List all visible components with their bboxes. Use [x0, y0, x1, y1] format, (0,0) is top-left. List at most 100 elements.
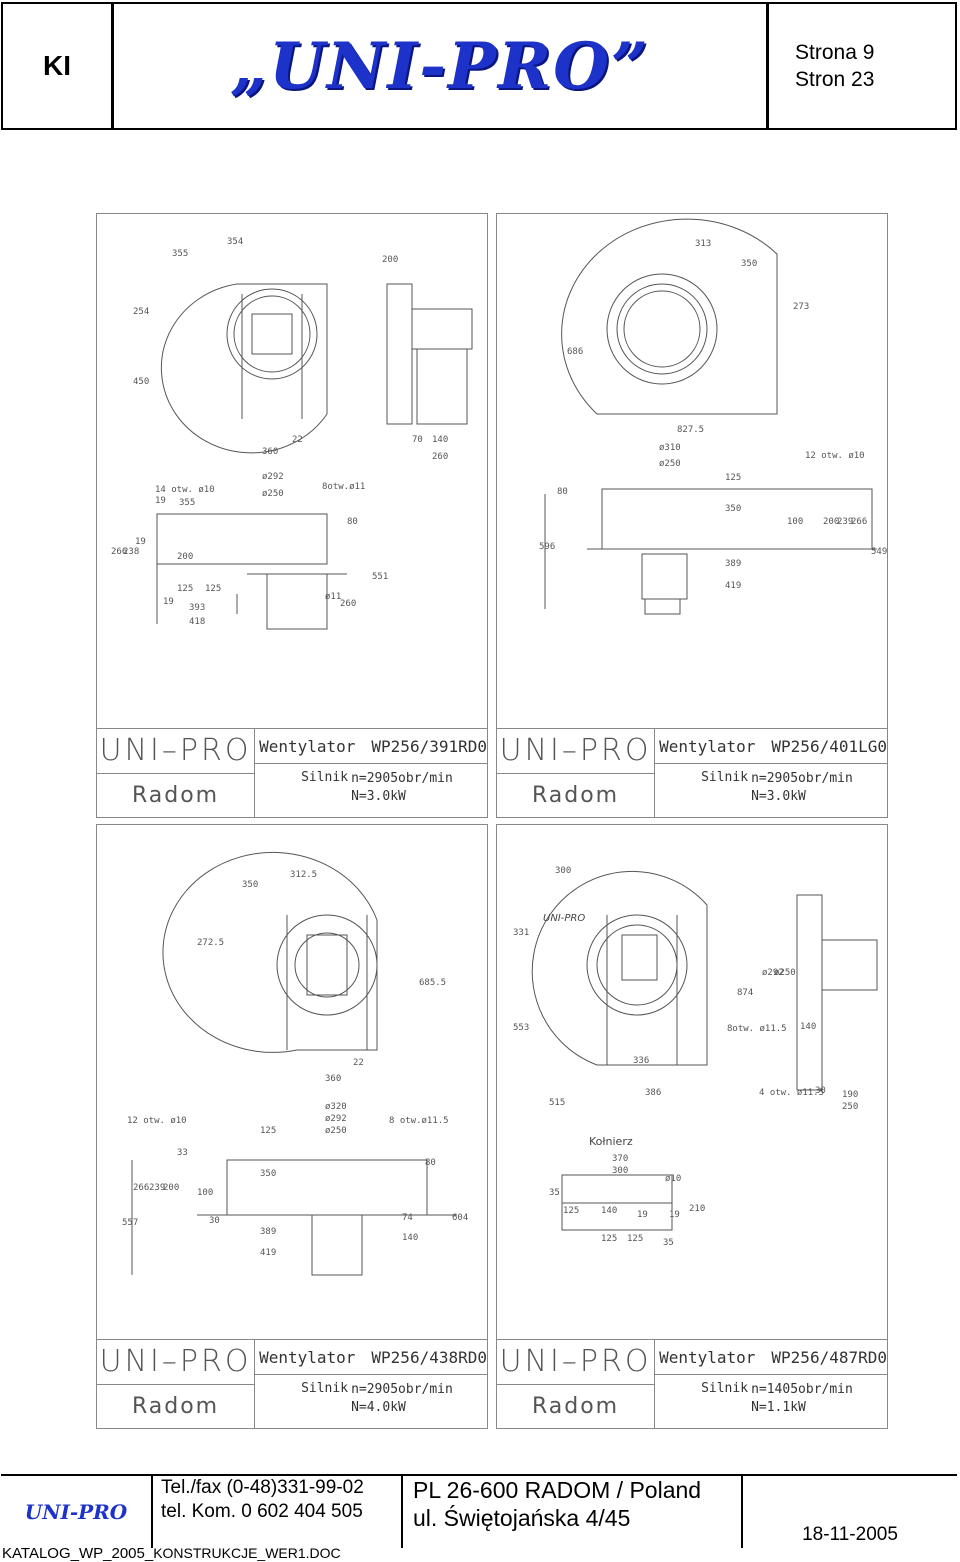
motor-speed: n=2905obr/min: [751, 771, 853, 786]
title-block-city: Radom: [531, 1393, 620, 1419]
dim-label: 125: [601, 1234, 617, 1244]
dim-label: 239: [837, 517, 853, 527]
dim-label: 100: [787, 517, 803, 527]
dim-label: 686: [567, 347, 583, 357]
dim-label: 355: [172, 249, 188, 259]
model-code: WP256/391RD0: [371, 736, 487, 756]
title-block-brand: UNI–PRO: [97, 1340, 255, 1385]
dim-label: 19: [155, 496, 166, 506]
technical-drawing: 313 350 273 686 827.5 ø310 ø250 12 otw. …: [539, 218, 887, 615]
dim-label: 12 otw. ø10: [805, 451, 865, 461]
title-block-brand: UNI–PRO: [497, 729, 655, 774]
dim-label: ø250: [325, 1126, 347, 1136]
dim-label: 551: [372, 572, 388, 582]
dim-label: 70: [412, 435, 423, 445]
motor-power: N=3.0kW: [351, 789, 406, 804]
dim-label: 8 otw.ø11.5: [389, 1116, 449, 1126]
dim-label: 14 otw. ø10: [155, 485, 215, 495]
dim-label: 300: [555, 866, 571, 876]
dim-label: ø250: [659, 459, 681, 469]
dim-label: 515: [549, 1098, 565, 1108]
dim-label: 22: [292, 435, 303, 445]
dim-label: 419: [725, 581, 741, 591]
dim-label: 360: [262, 447, 278, 457]
dim-label: ø320: [325, 1102, 347, 1112]
dim-label: 125: [205, 584, 221, 594]
dim-label: 80: [347, 517, 358, 527]
file-name: KATALOG_WP_2005_KONSTRUKCJE_WER1.DOC: [2, 1545, 341, 1562]
technical-drawing: 350 312.5 272.5 685.5 22 360 ø320 ø292 ø…: [122, 851, 468, 1276]
motor-speed: n=2905obr/min: [351, 771, 453, 786]
dim-label: 370: [612, 1154, 628, 1164]
title-block-brand: UNI–PRO: [97, 729, 255, 774]
motor-power: N=4.0kW: [351, 1400, 406, 1415]
model-code: WP256/487RD0: [771, 1347, 887, 1367]
title-block-city: Radom: [131, 1393, 220, 1419]
dim-label: 273: [793, 302, 809, 312]
motor-label: Silnik: [701, 1381, 749, 1396]
dim-label: 140: [601, 1206, 617, 1216]
dim-label: 200: [177, 552, 193, 562]
dim-label: 22: [353, 1058, 364, 1068]
dim-label: 553: [513, 1023, 529, 1033]
dim-label: 200: [163, 1183, 179, 1193]
dim-label: ø310: [659, 443, 681, 453]
dim-label: 350: [260, 1169, 276, 1179]
dim-label: 140: [800, 1022, 816, 1032]
dim-label: 19: [163, 597, 174, 607]
dim-label: ø250: [262, 489, 284, 499]
dim-label: 125: [627, 1234, 643, 1244]
drawing-panel-2: 313 350 273 686 827.5 ø310 ø250 12 otw. …: [496, 213, 888, 818]
footer-date: 18-11-2005: [802, 1524, 898, 1545]
dim-label: 19: [135, 537, 146, 547]
page-total: Stron 23: [795, 68, 875, 91]
title-block-brand: UNI–PRO: [497, 1340, 655, 1385]
dim-label: 350: [725, 504, 741, 514]
dim-label: 140: [432, 435, 448, 445]
dim-label: 74: [402, 1213, 413, 1223]
address-city: PL 26-600 RADOM / Poland: [413, 1477, 702, 1503]
dim-label: 19: [669, 1210, 680, 1220]
footer-address: PL 26-600 RADOM / Poland ul. Świętojańsk…: [403, 1476, 743, 1548]
phone-mobile: tel. Kom. 0 602 404 505: [161, 1501, 363, 1522]
dim-label: 266: [133, 1183, 149, 1193]
dim-label: 557: [122, 1218, 138, 1228]
motor-label: Silnik: [301, 770, 349, 785]
dim-label: 350: [242, 880, 258, 890]
dim-label: 300: [612, 1166, 628, 1176]
motor-power: N=1.1kW: [751, 1400, 806, 1415]
drawing-panel-1: 355 354 200 254 450 360 22 70 140 260 14…: [96, 213, 488, 818]
title-block-city: Radom: [131, 782, 220, 808]
dim-label: ø292: [762, 968, 784, 978]
dim-label: 30: [209, 1216, 220, 1226]
dim-label: ø11: [325, 592, 341, 602]
dim-label: 125: [260, 1126, 276, 1136]
dim-label: 190: [842, 1090, 858, 1100]
dim-label: 272.5: [197, 938, 224, 948]
dim-label: 250: [842, 1102, 858, 1112]
title-block-city: Radom: [531, 782, 620, 808]
motor-power: N=3.0kW: [751, 789, 806, 804]
dim-label: 874: [737, 988, 753, 998]
flange-label: Kołnierz: [589, 1135, 633, 1148]
dim-label: 450: [133, 377, 149, 387]
dim-label: 419: [260, 1248, 276, 1258]
dim-label: 350: [741, 259, 757, 269]
dim-label: 210: [689, 1204, 705, 1214]
product-label: Wentylator: [259, 1347, 356, 1367]
drawing-panel-3: 350 312.5 272.5 685.5 22 360 ø320 ø292 ø…: [96, 824, 488, 1429]
dim-label: 685.5: [419, 978, 446, 988]
dim-label: 393: [189, 603, 205, 613]
dim-label: 35: [663, 1238, 674, 1248]
technical-drawing: 355 354 200 254 450 360 22 70 140 260 14…: [111, 237, 473, 630]
dim-label: 200: [823, 517, 839, 527]
dim-label: ø292: [325, 1114, 347, 1124]
dim-label: 125: [177, 584, 193, 594]
dim-label: 80: [425, 1158, 436, 1168]
dim-label: 266: [851, 517, 867, 527]
file-name-part: KONSTRUKCJE_WER1.DOC: [153, 1545, 341, 1561]
header-logo: „UNI-PRO”: [114, 4, 769, 128]
dim-label: 238: [123, 547, 139, 557]
plate-label: UNI-PRO: [543, 913, 585, 924]
